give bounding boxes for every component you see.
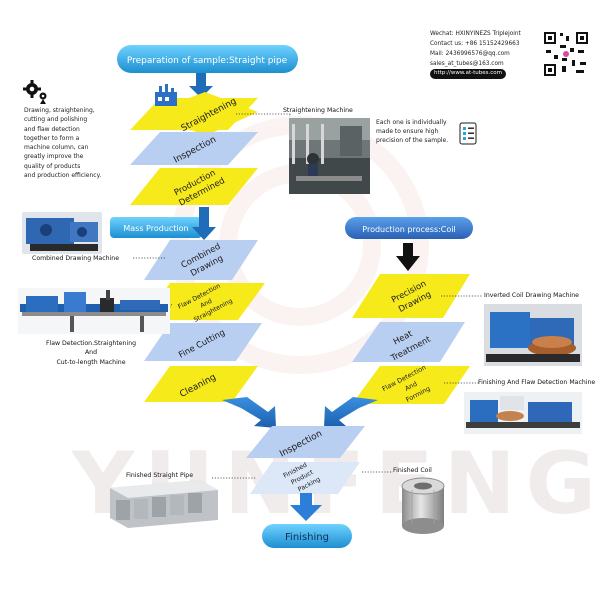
label-flaw-machine: Flaw Detection.Straightening And Cut-to-… [26,339,156,367]
flaw-detection-machine-photo [18,288,170,334]
step-heat-treatment [352,322,465,362]
step-precision-drawing [352,274,470,318]
arrow-merge-right [324,397,378,428]
label-flaw-machine-line: Cut-to-length Machine [56,358,126,366]
intro-line: and production efficiency. [24,172,102,180]
contact-wechat: Wechat: HXINYINEZS Triplejoint [430,31,521,37]
label-finished-straight-pipe: Finished Straight Pipe [126,472,194,479]
intro-paragraph: Drawing, straightening, cutting and poli… [24,106,124,180]
arrow-coil-down [396,243,420,271]
label-flaw-machine-line: And [84,349,98,357]
inverted-coil-machine-photo [484,304,582,366]
sample-note-line: Each one is individually [376,119,447,126]
step-inspection-top [130,132,258,165]
contact-mail: Mail: 2436996576@qq.com [430,50,510,57]
gears-icon [23,80,47,104]
intro-line: greatly improve the [24,153,84,161]
sample-note-line: precision of the sample. [376,137,449,144]
label-inverted-coil: Inverted Coil Drawing Machine [484,292,579,299]
step-inspection-bottom [246,426,365,458]
label-finished-coil: Finished Coil [393,467,432,474]
intro-line: quality of products [24,162,81,170]
combined-drawing-machine-photo [22,212,102,254]
label-straightening-machine: Straightening Machine [283,107,353,114]
straightening-machine-photo [289,118,370,194]
leader-lines [133,113,483,479]
sample-note: Each one is individually made to ensure … [376,118,461,145]
contact-url[interactable]: http://www.at-tubes.com [430,69,506,79]
pill-coil-process-label: Production process:Coil [362,225,455,234]
pill-mass-production: Mass Production [110,217,202,238]
intro-line: Drawing, straightening, [24,107,95,114]
step-flaw-detection-forming [352,366,470,404]
arrow-mass-down [192,207,216,240]
step-finished-product-packing [250,462,360,494]
qr-code-icon [543,31,589,77]
label-finishing-flaw: Finishing And Flaw Detection Machine [478,379,596,386]
step-combined-drawing [144,240,258,280]
arrow-prep-down [189,73,213,98]
label-combined-drawing-machine: Combined Drawing Machine [32,255,119,262]
step-flaw-detection-straightening [144,283,265,320]
finished-coil-photo [401,477,445,534]
contact-block: Wechat: HXINYINEZS Triplejoint Contact u… [430,30,540,79]
arrow-merge-left [222,397,276,428]
step-production-determined [130,168,258,205]
step-flaw-straightening-label-2: And [199,298,213,310]
intro-line: together to form a [24,134,80,142]
step-cleaning [144,366,258,402]
intro-line: and flaw detection [24,125,80,133]
arrow-finishing-down [290,493,322,521]
step-fine-cutting [144,323,262,361]
intro-line: machine column, can [24,144,89,152]
pill-preparation: Preparation of sample:Straight pipe [117,45,298,73]
intro-line: cutting and polishing [24,116,88,124]
pill-finishing-label: Finishing [285,532,329,543]
sample-note-line: made to ensure high [376,128,439,135]
pill-mass-production-label: Mass Production [123,224,188,233]
pill-preparation-label: Preparation of sample:Straight pipe [127,56,288,66]
pill-coil-process: Production process:Coil [345,217,473,239]
finished-straight-pipe-photo [110,480,218,528]
finishing-flaw-machine-photo [464,392,582,434]
contact-phone: Contact us: +86 15152429663 [430,40,520,47]
label-flaw-machine-line: Flaw Detection.Straightening [45,340,137,347]
factory-icon [155,84,177,106]
contact-sales: sales_at_tubes@163.com [430,60,504,67]
checklist-icon [459,122,477,145]
pill-finishing: Finishing [262,524,352,548]
